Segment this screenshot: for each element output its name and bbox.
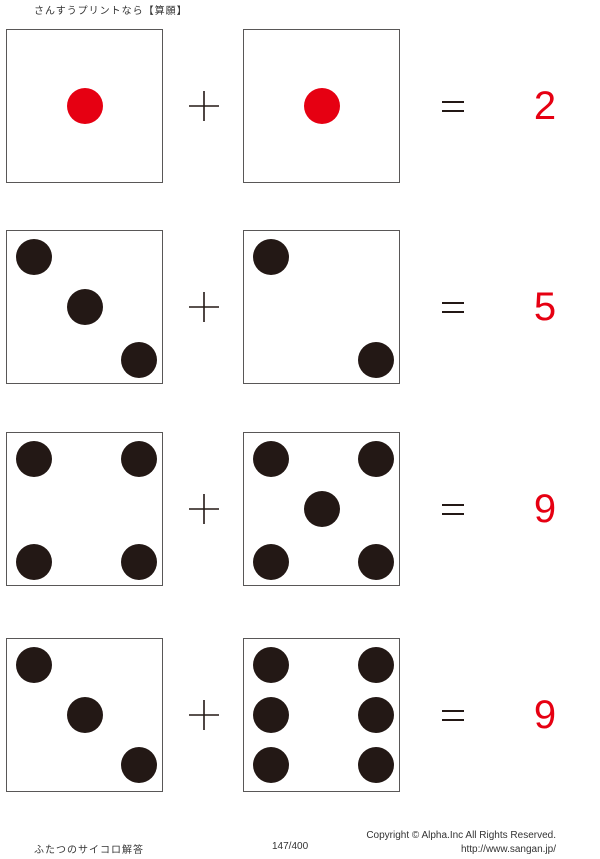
pip (358, 441, 394, 477)
pip (121, 747, 157, 783)
page-number: 147/400 (272, 841, 309, 852)
copyright-text: Copyright © Alpha.Inc All Rights Reserve… (366, 830, 556, 841)
pip (66, 289, 103, 325)
pip (358, 342, 394, 378)
problem-row-3: 9 (0, 432, 600, 588)
plus-sign (186, 29, 222, 183)
answer-value: 9 (533, 486, 557, 531)
die-three (6, 638, 163, 792)
die-three (6, 230, 163, 384)
pip (66, 88, 103, 124)
problem-row-2: 5 (0, 230, 600, 386)
pip (121, 342, 157, 378)
pip (253, 239, 289, 275)
copyright-block: Copyright © Alpha.Inc All Rights Reserve… (366, 829, 556, 857)
pip (253, 697, 289, 733)
problem-row-1: 2 (0, 29, 600, 185)
answer-value: 2 (533, 83, 557, 128)
pip (358, 647, 394, 683)
pip (303, 491, 340, 527)
pip (358, 697, 394, 733)
problem-row-4: 9 (0, 638, 600, 794)
pip (121, 544, 157, 580)
die-four (6, 432, 163, 586)
site-header: さんすうプリントなら【算願】 (34, 6, 188, 17)
pip (253, 747, 289, 783)
equals-sign (438, 29, 468, 183)
die-one (6, 29, 163, 183)
pip (253, 441, 289, 477)
plus-sign (186, 432, 222, 586)
equals-sign (438, 638, 468, 792)
plus-sign (186, 638, 222, 792)
pip (16, 544, 52, 580)
answer-value: 9 (533, 692, 557, 737)
die-two (243, 230, 400, 384)
site-url[interactable]: http://www.sangan.jp/ (460, 844, 556, 855)
answer-value: 5 (533, 284, 557, 329)
equals-sign (438, 432, 468, 586)
pip (253, 647, 289, 683)
pip (121, 441, 157, 477)
worksheet-title: ふたつのサイコロ解答 (34, 845, 144, 856)
equals-sign (438, 230, 468, 384)
pip (253, 544, 289, 580)
pip (16, 647, 52, 683)
die-five (243, 432, 400, 586)
pip (16, 441, 52, 477)
die-one (243, 29, 400, 183)
pip (358, 747, 394, 783)
plus-sign (186, 230, 222, 384)
pip (16, 239, 52, 275)
die-six (243, 638, 400, 792)
pip (358, 544, 394, 580)
pip (303, 88, 340, 124)
pip (66, 697, 103, 733)
